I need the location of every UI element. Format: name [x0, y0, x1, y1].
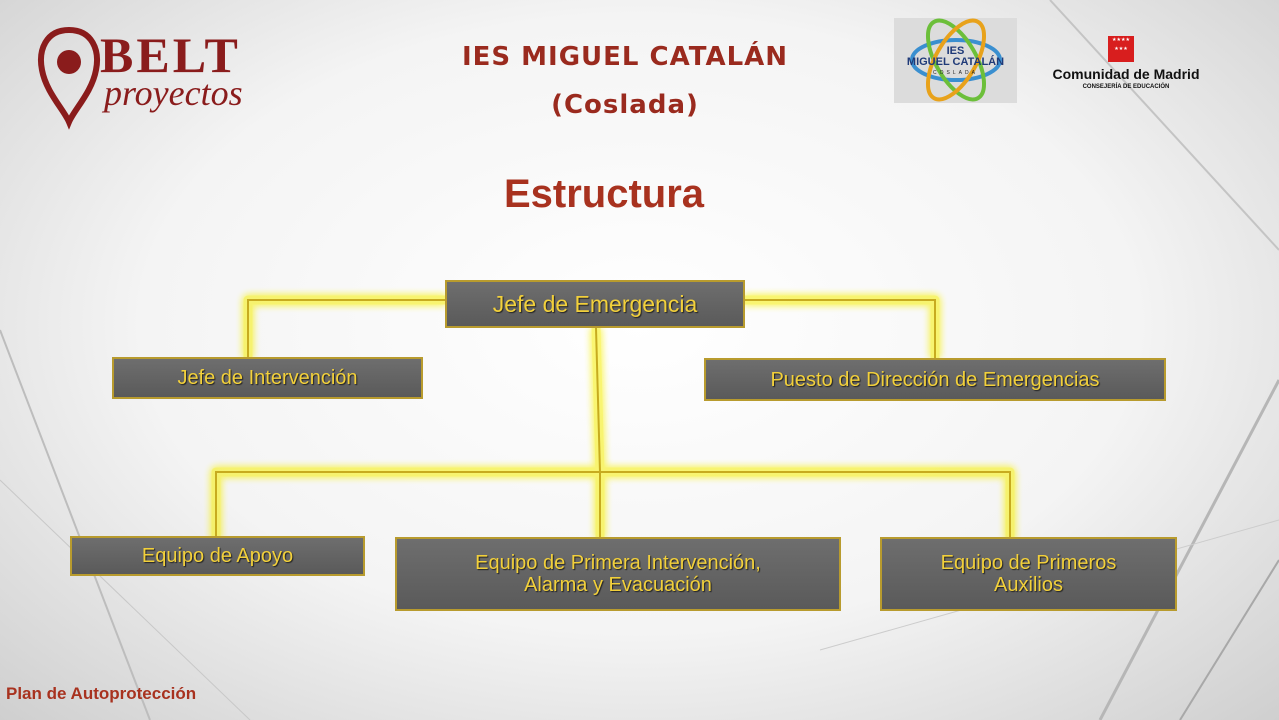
- org-box-jefe-de-emergencia: Jefe de Emergencia: [445, 280, 745, 328]
- madrid-logo-name: Comunidad de Madrid: [1052, 66, 1200, 82]
- school-city: (Coslada): [551, 90, 699, 120]
- footer-plan-de-autoproteccion: Plan de Autoprotección: [6, 684, 197, 703]
- ies-logo-text: IES MIGUEL CATALÁN: [894, 46, 1017, 68]
- org-box-equipo-de-apoyo: Equipo de Apoyo: [70, 536, 365, 576]
- ies-logo-line1: IES: [946, 45, 965, 57]
- map-pin-icon: [38, 26, 100, 130]
- org-box-puesto-de-direccion: Puesto de Dirección de Emergencias: [704, 358, 1166, 401]
- madrid-logo-sub: CONSEJERÍA DE EDUCACIÓN: [1082, 84, 1170, 90]
- page-title: Estructura: [503, 172, 705, 216]
- ies-logo-city: COSLADA: [933, 70, 978, 76]
- ies-logo-line2: MIGUEL CATALÁN: [906, 56, 1005, 68]
- ies-miguel-catalan-logo: IES MIGUEL CATALÁN COSLADA: [894, 18, 1017, 103]
- org-box-equipo-primera-intervencion: Equipo de Primera Intervención, Alarma y…: [395, 537, 841, 611]
- org-box-equipo-primeros-auxilios: Equipo de Primeros Auxilios: [880, 537, 1177, 611]
- org-box-jefe-de-intervencion: Jefe de Intervención: [112, 357, 423, 399]
- school-name: IES MIGUEL CATALÁN: [461, 42, 789, 72]
- star-orbit-icon: [910, 18, 1002, 102]
- belt-logo-word: BELT: [100, 27, 241, 83]
- belt-proyectos-logo: BELT proyectos: [34, 20, 264, 130]
- belt-logo-sub: proyectos: [104, 73, 243, 113]
- madrid-flag-icon: ★★★★★★★: [1108, 36, 1134, 62]
- comunidad-de-madrid-logo: ★★★★★★★ Comunidad de Madrid CONSEJERÍA D…: [1038, 36, 1214, 96]
